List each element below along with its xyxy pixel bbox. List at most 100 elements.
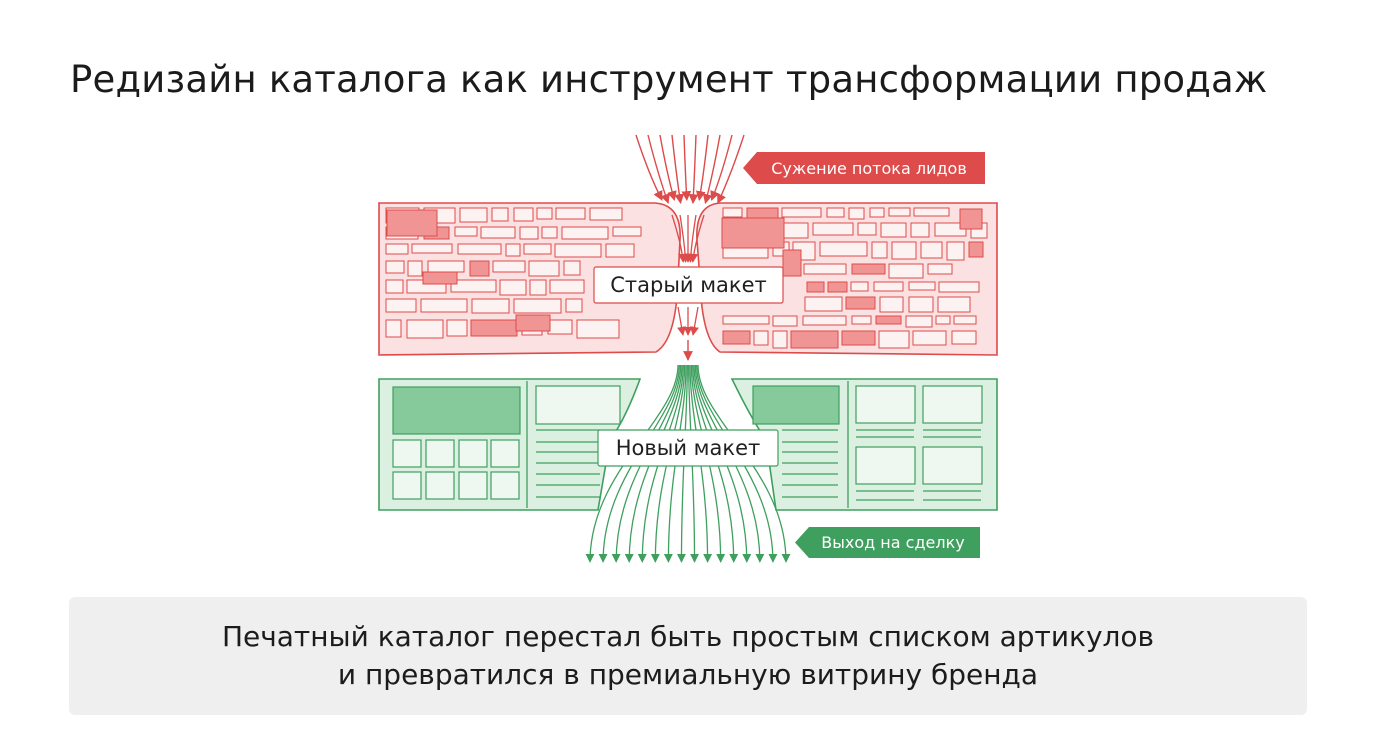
old-layout-block [549,279,585,294]
old-layout-block [869,207,885,218]
old-layout-block [871,241,888,259]
old-layout-block [605,243,635,258]
old-layout-block [427,260,465,273]
old-layout-block [523,243,552,255]
old-layout-block [827,281,848,293]
old-layout-block [790,330,839,349]
old-layout-block [891,241,917,260]
old-layout-block [561,226,609,240]
old-layout-block [513,298,562,314]
old-layout-block [589,207,623,221]
old-layout-block [848,207,865,220]
lead-flow-arrow [671,134,685,204]
old-layout-highlight-block [422,271,458,285]
old-layout-block [411,243,453,254]
old-layout-block [492,260,526,273]
caption-line-1: Печатный каталог перестал быть простым с… [221,620,1155,653]
old-layout-block [850,281,869,292]
old-layout-block [913,207,950,217]
old-layout-block [851,315,872,325]
old-layout-block [471,298,510,314]
lead-flow-arrow [717,134,745,204]
old-layout-block [804,296,843,312]
old-layout-block [722,330,751,345]
old-layout-highlight-block [515,314,551,332]
new-layout-block [535,385,621,425]
old-layout-block [454,226,478,237]
old-layout-block [547,319,573,335]
caption-box: Печатный каталог перестал быть простым с… [69,597,1307,715]
lead-narrowing-tag: Сужение потока лидов [743,152,985,184]
old-layout-block [937,296,971,313]
old-layout-block [875,315,902,325]
old-layout-block [385,260,405,274]
old-layout-block [565,298,583,313]
old-layout-highlight-block [386,209,438,237]
old-layout-block [783,222,809,239]
old-layout-block [841,330,876,346]
lead-flow-arrow-inner [689,214,705,263]
old-layout-block [946,241,965,261]
old-layout-block [536,207,553,220]
lead-flow-arrow-lower [677,306,687,336]
new-layout-block [855,385,916,424]
old-layout-block [563,260,581,276]
old-layout-block [513,207,534,222]
old-layout-block [519,226,539,240]
page-title: Редизайн каталога как инструмент трансфо… [70,58,1268,101]
old-layout-block [806,281,825,293]
old-layout-block [554,243,602,258]
new-layout-block [425,439,455,468]
old-layout-block [812,222,854,236]
old-layout-block [908,281,936,291]
old-layout-block [385,298,417,313]
old-layout-block [385,279,404,294]
old-layout-block [968,241,984,258]
old-layout-block [406,319,444,339]
old-layout-block [935,315,951,325]
new-layout-block [392,386,521,435]
new-layout-block [855,446,916,485]
old-layout-block [470,319,518,337]
old-layout-block [722,207,743,218]
new-layout-block [458,439,488,468]
old-layout-block [505,243,521,257]
old-layout-block [953,315,977,325]
lead-flow-arrow-lower [689,306,699,336]
lead-flow-arrow [659,134,677,201]
new-layout [378,378,998,511]
old-layout-label: Старый макет [610,273,767,297]
old-layout-block [499,279,527,296]
old-layout-block [385,243,409,255]
lead-flow-arrow [695,134,709,201]
old-layout-block [851,263,886,275]
old-layout-block [879,296,904,313]
lead-flow-arrow [647,134,670,204]
lead-flow-arrow [635,134,663,201]
old-layout-block [888,263,924,279]
old-layout-block [873,281,904,292]
old-layout-block [446,319,468,337]
old-layout-block [880,222,907,238]
new-layout-block [490,439,520,468]
old-layout-block [927,263,953,275]
old-layout-block [803,263,847,275]
new-layout-block [922,446,983,485]
new-layout-label: Новый макет [616,436,760,460]
old-layout-highlight-block [782,249,802,277]
old-layout-block [469,260,490,277]
new-layout-block [392,439,422,468]
old-layout-block [612,226,642,237]
lead-flow-arrow [702,134,721,204]
new-layout-block [392,471,422,500]
new-layout-block [490,471,520,500]
deal-exit-tag: Выход на сделку [795,527,980,558]
new-layout-block [425,471,455,500]
old-layout-block [912,330,947,346]
old-layout-label-box: Старый макет [593,266,784,304]
old-layout-block [385,319,402,338]
lead-narrowing-tag-text: Сужение потока лидов [771,159,967,178]
old-layout-block [746,207,779,219]
old-layout-block [857,222,877,236]
catalog-redesign-diagram: Старый макет Новый макет Сужение потока … [378,134,998,563]
